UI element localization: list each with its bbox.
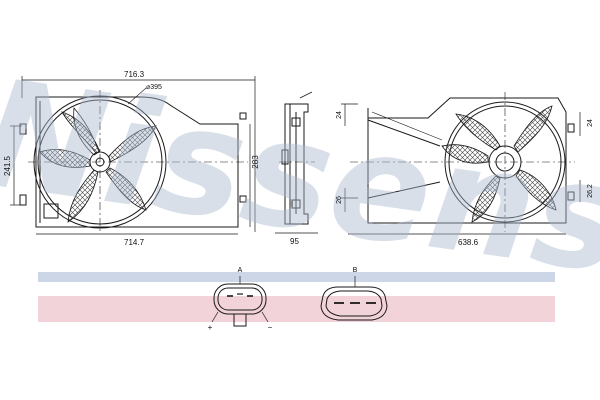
rear-width-bottom: 638.6 — [458, 238, 479, 247]
connector-b — [320, 276, 388, 321]
front-height-left: 241.5 — [3, 155, 12, 176]
rear-dim-left-bottom: 26 — [336, 196, 343, 204]
rear-dim-right-bottom: 26.2 — [587, 184, 594, 198]
connector-a-minus: − — [268, 323, 273, 332]
pink-stripe — [38, 296, 555, 322]
rear-dim-left-top: 24 — [336, 111, 343, 119]
front-view — [10, 76, 256, 235]
front-fan-blades — [39, 107, 157, 223]
rear-dim-right-top: 24 — [587, 119, 594, 127]
front-width-bottom: 714.7 — [124, 238, 145, 247]
connector-a — [211, 276, 269, 327]
connector-labels: A + − B — [208, 267, 358, 332]
watermark-text: Nissens — [0, 47, 600, 307]
connector-a-plus: + — [208, 323, 213, 332]
front-height-right: 283 — [251, 155, 260, 169]
connector-b-label: B — [353, 267, 358, 274]
front-width-top: 716.3 — [124, 70, 145, 79]
front-fan-diameter: ⌀395 — [146, 84, 162, 91]
connector-a-label: A — [238, 267, 243, 274]
rear-view — [341, 92, 581, 235]
side-depth: 95 — [290, 237, 299, 246]
side-view — [275, 91, 318, 234]
dimension-labels: 716.3 ⌀395 714.7 241.5 283 95 638.6 24 2… — [3, 70, 594, 247]
blue-stripe — [38, 272, 555, 282]
rear-fan-blades — [441, 105, 557, 223]
